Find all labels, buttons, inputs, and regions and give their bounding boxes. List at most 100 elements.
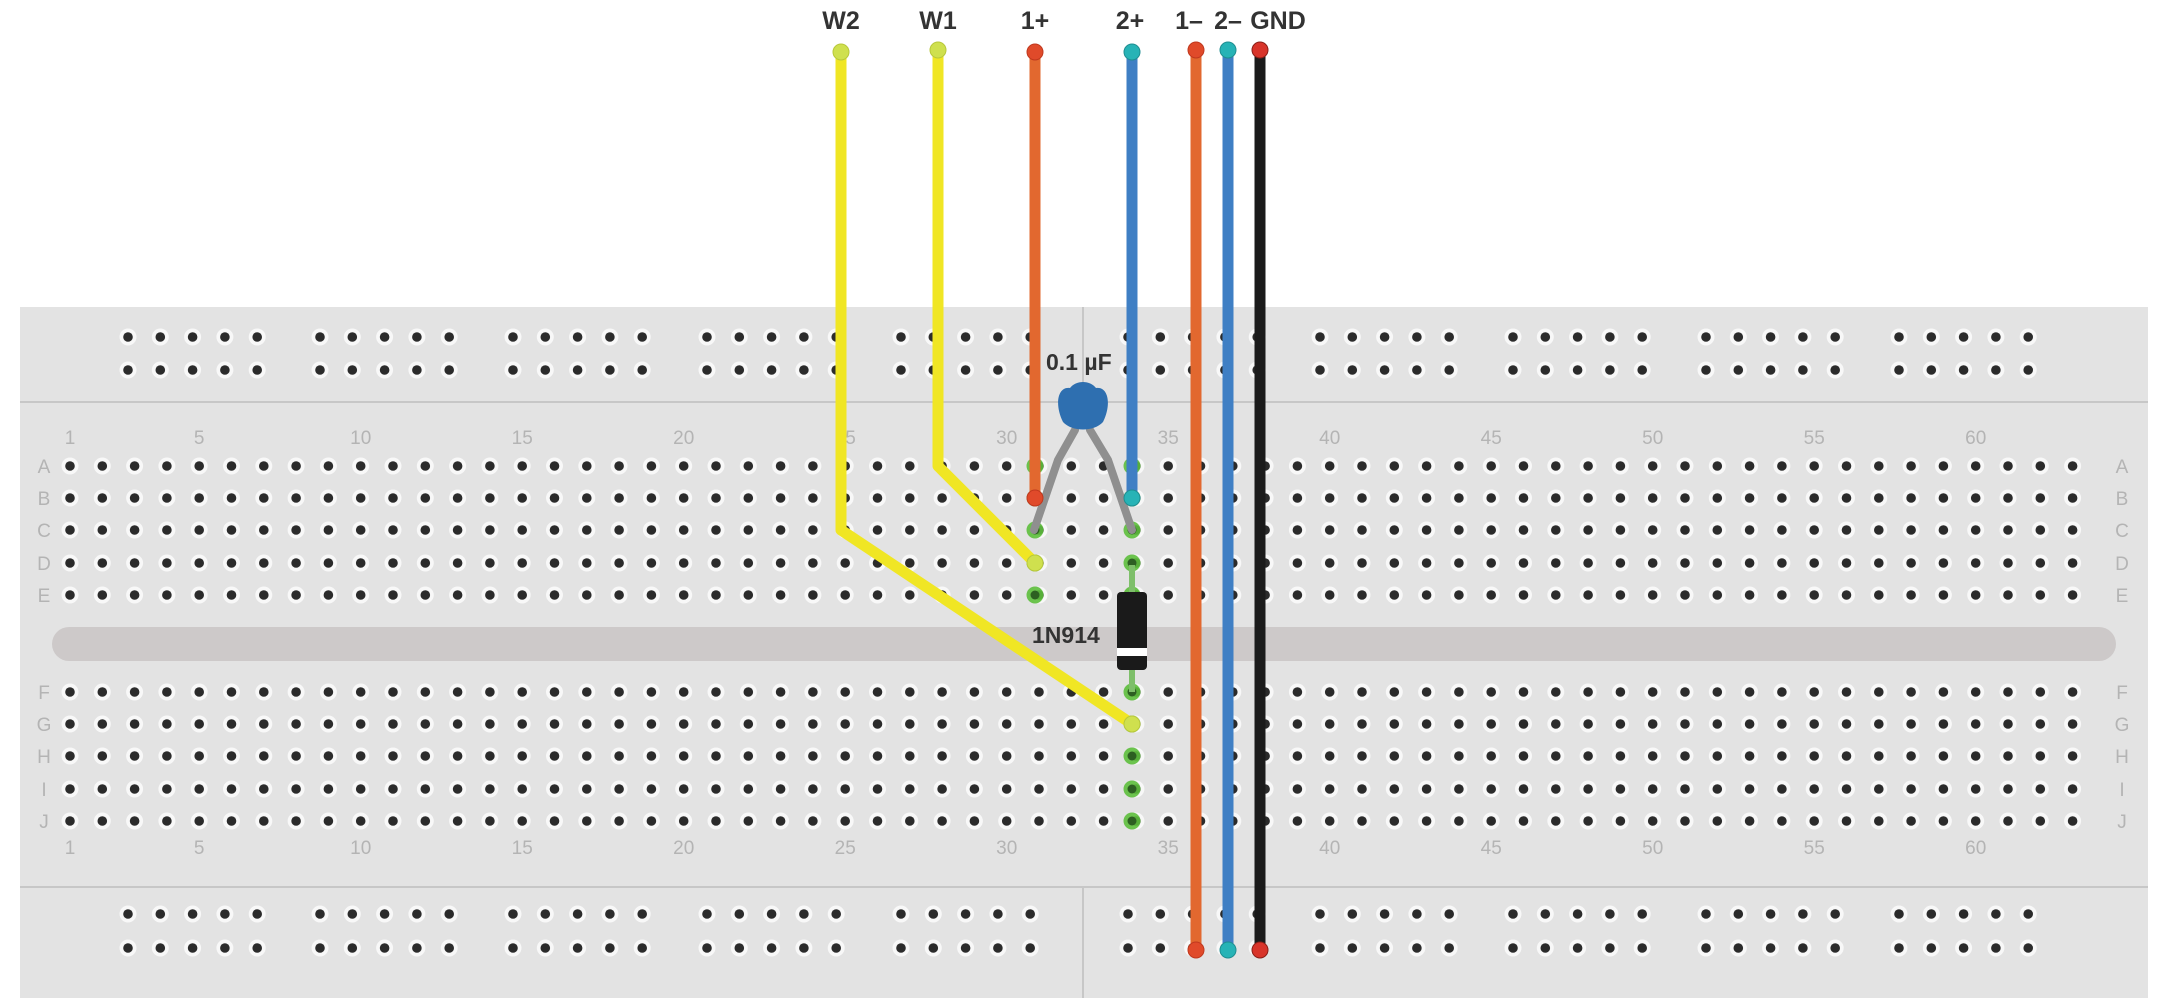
hole-center <box>123 909 133 919</box>
hole-center <box>1389 558 1400 568</box>
hole-center <box>1777 493 1787 503</box>
hole-center <box>582 816 592 826</box>
hole-center <box>252 332 262 342</box>
hole-center <box>1809 816 1819 826</box>
hole-center <box>2035 816 2046 826</box>
hole-center <box>1098 751 1109 761</box>
hole-center <box>97 719 108 729</box>
hole-center <box>1701 332 1711 342</box>
hole-center <box>646 461 657 471</box>
hole-center <box>711 590 721 600</box>
hole-center <box>1098 558 1109 568</box>
hole-center <box>1798 943 1808 953</box>
diode-cathode-band <box>1117 648 1147 656</box>
hole-center <box>1680 784 1690 794</box>
hole-center <box>549 558 560 568</box>
hole-center <box>1777 687 1787 697</box>
column-label: 5 <box>194 838 205 859</box>
hole-center <box>1583 816 1593 826</box>
hole-center <box>1389 590 1400 600</box>
hole-center <box>1615 525 1626 535</box>
hole-center <box>315 943 325 953</box>
hole-center <box>766 365 777 375</box>
hole-center <box>799 332 809 342</box>
hole-center <box>549 751 560 761</box>
hole-center <box>1098 784 1109 794</box>
hole-center <box>872 590 883 600</box>
hole-center <box>1025 943 1035 953</box>
hole-center <box>711 687 721 697</box>
wire-label-1-plus: 1+ <box>1021 7 1050 35</box>
hole-center <box>97 493 108 503</box>
1-plus-bottom-end <box>1026 489 1044 507</box>
hole-center <box>905 719 915 729</box>
hole-center <box>388 687 398 697</box>
row-label: H <box>37 747 51 768</box>
column-label: 40 <box>1319 428 1340 449</box>
hole-center <box>937 687 947 697</box>
1-minus-top-end <box>1187 41 1205 59</box>
hole-center <box>508 365 518 375</box>
hole-center <box>1615 687 1626 697</box>
hole-center <box>65 525 75 535</box>
hole-center <box>905 525 915 535</box>
hole-center <box>220 943 230 953</box>
hole-center <box>711 784 721 794</box>
hole-center <box>1098 687 1109 697</box>
hole-center <box>129 816 140 826</box>
hole-center <box>1421 719 1432 729</box>
hole-center <box>123 943 133 953</box>
hole-center <box>187 332 198 342</box>
hole-center <box>2023 365 2033 375</box>
wire-label-w1: W1 <box>919 7 957 35</box>
hole-center <box>905 816 915 826</box>
hole-center <box>226 751 237 761</box>
hole-center <box>702 332 712 342</box>
2-minus-bottom-end <box>1219 941 1237 959</box>
hole-center <box>549 816 560 826</box>
hole-center <box>355 784 366 794</box>
hole-center <box>485 784 495 794</box>
hole-center <box>775 590 786 600</box>
hole-center <box>162 719 172 729</box>
hole-center <box>1894 943 1904 953</box>
hole-center <box>1486 784 1496 794</box>
hole-center <box>508 943 518 953</box>
hole-center <box>1991 365 2001 375</box>
hole-center <box>1066 558 1077 568</box>
hole-center <box>315 365 325 375</box>
hole-center <box>646 687 657 697</box>
hole-center <box>2003 719 2013 729</box>
hole-center <box>1324 816 1335 826</box>
hole-center <box>162 461 172 471</box>
hole-center <box>1421 461 1432 471</box>
hole-center <box>1647 558 1658 568</box>
hole-center <box>1841 493 1852 503</box>
hole-center <box>162 590 172 600</box>
hole-center <box>226 590 237 600</box>
hole-center <box>355 816 366 826</box>
hole-center <box>194 719 204 729</box>
hole-center <box>444 943 455 953</box>
hole-center <box>799 365 809 375</box>
hole-center <box>1841 461 1852 471</box>
hole-center <box>1163 558 1173 568</box>
wires <box>835 44 1266 950</box>
column-label: 10 <box>350 428 371 449</box>
connected-hole-center <box>1127 784 1137 794</box>
hole-center <box>420 558 431 568</box>
hole-center <box>1701 909 1711 919</box>
column-label: 20 <box>673 428 694 449</box>
hole-center <box>291 784 301 794</box>
column-label: 35 <box>1158 838 1179 859</box>
hole-center <box>2035 719 2046 729</box>
hole-center <box>1001 493 1012 503</box>
hole-center <box>97 784 108 794</box>
hole-center <box>1647 493 1658 503</box>
hole-center <box>1347 943 1358 953</box>
hole-center <box>379 909 390 919</box>
hole-center <box>1733 943 1744 953</box>
hole-center <box>1163 784 1173 794</box>
hole-center <box>194 784 204 794</box>
